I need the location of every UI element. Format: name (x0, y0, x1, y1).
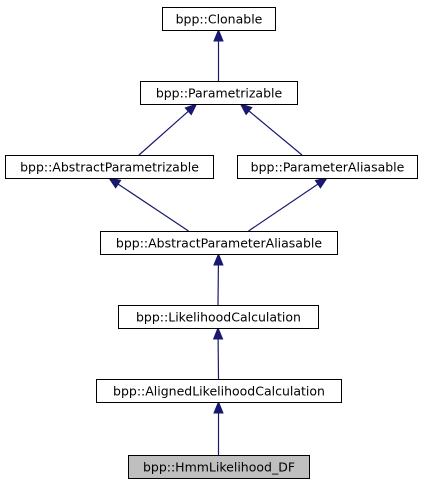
arrowhead-icon (314, 177, 329, 189)
class-node-label: bpp::LikelihoodCalculation (136, 310, 301, 325)
class-node-label: bpp::Clonable (176, 12, 263, 27)
inheritance-edge-likelihood-calculation-to-abstract-parameter-aliasable (213, 252, 224, 306)
inheritance-edge-abstract-parameter-aliasable-to-abstract-parametrizable (107, 177, 189, 232)
class-node-label: bpp::HmmLikelihood_DF (143, 460, 295, 475)
class-node-abstract-parameter-aliasable[interactable]: bpp::AbstractParameterAliasable (100, 231, 338, 255)
class-node-parametrizable[interactable]: bpp::Parametrizable (140, 81, 298, 105)
class-node-box (96, 379, 342, 403)
inheritance-edge-aligned-likelihood-calculation-to-likelihood-calculation (212, 326, 224, 380)
class-node-box (140, 81, 298, 105)
inheritance-edge-parametrizable-to-clonable (213, 28, 224, 81)
inheritance-edge-abstract-parameter-aliasable-to-parameter-aliasable (248, 177, 329, 232)
arrowhead-icon (184, 103, 198, 116)
class-node-hmm-likelihood-df: bpp::HmmLikelihood_DF (128, 455, 310, 479)
class-node-box (118, 305, 319, 329)
class-node-box (5, 155, 214, 179)
edge-line (117, 183, 189, 232)
arrowhead-icon (212, 326, 224, 340)
class-node-likelihood-calculation[interactable]: bpp::LikelihoodCalculation (118, 305, 319, 329)
arrowhead-icon (239, 103, 253, 116)
inheritance-edges (107, 28, 329, 455)
class-node-box (128, 455, 310, 479)
arrowhead-icon (213, 28, 224, 42)
class-node-box (100, 231, 338, 255)
class-node-box (162, 7, 276, 31)
class-node-parameter-aliasable[interactable]: bpp::ParameterAliasable (237, 155, 418, 179)
inheritance-edge-parameter-aliasable-to-parametrizable (239, 103, 303, 156)
class-node-label: bpp::Parametrizable (156, 86, 283, 101)
edge-line (248, 183, 319, 232)
class-node-label: bpp::AbstractParametrizable (20, 160, 199, 175)
arrowhead-icon (213, 400, 224, 414)
class-node-label: bpp::AlignedLikelihoodCalculation (113, 384, 325, 399)
edge-line (138, 110, 189, 156)
class-node-aligned-likelihood-calculation[interactable]: bpp::AlignedLikelihoodCalculation (96, 379, 342, 403)
inheritance-edge-abstract-parametrizable-to-parametrizable (138, 103, 198, 156)
edge-line (248, 110, 303, 156)
arrowhead-icon (213, 252, 224, 266)
class-node-label: bpp::ParameterAliasable (251, 160, 405, 175)
class-nodes: bpp::Clonablebpp::Parametrizablebpp::Abs… (5, 7, 418, 479)
class-node-label: bpp::AbstractParameterAliasable (116, 236, 322, 251)
class-node-clonable[interactable]: bpp::Clonable (162, 7, 276, 31)
class-node-abstract-parametrizable[interactable]: bpp::AbstractParametrizable (5, 155, 214, 179)
class-node-box (237, 155, 418, 179)
inheritance-edge-hmm-likelihood-df-to-aligned-likelihood-calculation (213, 400, 224, 455)
arrowhead-icon (107, 177, 122, 189)
